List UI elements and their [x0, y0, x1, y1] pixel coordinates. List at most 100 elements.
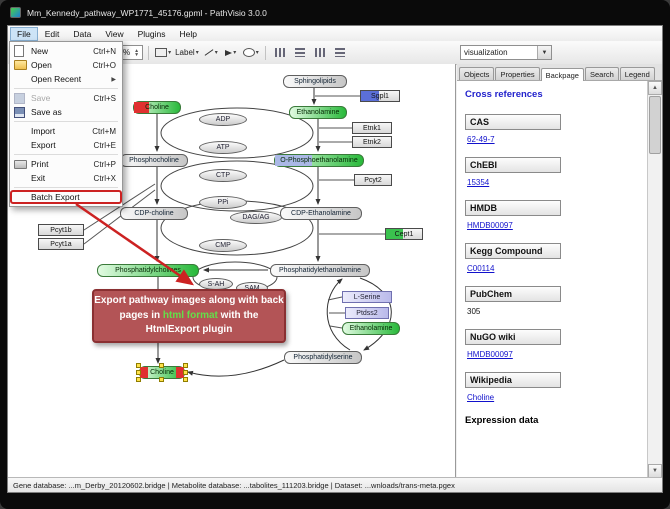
selection-handle[interactable] [183, 370, 188, 375]
node-phosphatidylserine[interactable]: Phosphatidylserine [284, 351, 362, 364]
node-atp[interactable]: ATP [199, 141, 247, 154]
node-label: Etnk2 [363, 139, 381, 146]
selection-handle[interactable] [183, 377, 188, 382]
file-menu-item-new[interactable]: NewCtrl+N [10, 44, 122, 58]
node-dag-ag[interactable]: DAG/AG [230, 211, 282, 224]
node-etnk2[interactable]: Etnk2 [352, 136, 392, 148]
node-label: ADP [216, 116, 230, 123]
menu-plugins[interactable]: Plugins [131, 27, 173, 41]
menu-item-label: Import [31, 126, 84, 136]
node-pcyt1a[interactable]: Pcyt1a [38, 238, 84, 250]
node-ethanolamine-top[interactable]: Ethanolamine [289, 106, 347, 119]
node-label: Ethanolamine [297, 109, 340, 116]
node-label: Ethanolamine [350, 325, 393, 332]
visualization-select[interactable]: visualization ▼ [460, 45, 552, 60]
selection-handle[interactable] [183, 363, 188, 368]
menu-help[interactable]: Help [173, 27, 204, 41]
zoom-spinner[interactable]: ▲▼ [134, 49, 139, 57]
label-tool[interactable]: Label▾ [174, 44, 200, 62]
chevron-down-icon[interactable]: ▼ [537, 46, 551, 59]
node-phosphatidylethanolamine[interactable]: Phosphatidylethanolamine [270, 264, 370, 277]
chevron-down-icon: ▾ [168, 49, 171, 56]
node-label: Phosphatidylethanolamine [279, 267, 361, 274]
file-menu-item-batch-export[interactable]: Batch Export [10, 190, 122, 204]
chevron-down-icon: ▾ [233, 49, 236, 56]
selection-handle[interactable] [159, 363, 164, 368]
node-phosphocholine[interactable]: Phosphocholine [120, 154, 188, 167]
node-pcyt1b[interactable]: Pcyt1b [38, 224, 84, 236]
file-menu-item-open[interactable]: OpenCtrl+O [10, 58, 122, 72]
xref-link[interactable]: HMDB00097 [467, 350, 639, 359]
tab-search[interactable]: Search [585, 67, 619, 80]
title-bar[interactable]: Mm_Kennedy_pathway_WP1771_45176.gpml - P… [0, 0, 670, 25]
save-icon [14, 93, 25, 104]
menu-separator [14, 121, 118, 122]
file-menu-item-save[interactable]: SaveCtrl+S [10, 91, 122, 105]
node-o-phosphoethanolamine[interactable]: O-Phosphoethanolamine [274, 154, 364, 167]
node-adp[interactable]: ADP [199, 113, 247, 126]
scroll-up-icon[interactable]: ▲ [648, 81, 662, 95]
xref-link[interactable]: HMDB00097 [467, 221, 639, 230]
file-menu-item-open-recent[interactable]: Open Recent▶ [10, 72, 122, 86]
node-l-serine[interactable]: L-Serine [342, 291, 392, 303]
xref-link[interactable]: 15354 [467, 178, 639, 187]
node-cdp-choline[interactable]: CDP-choline [120, 207, 188, 220]
file-menu-item-save-as[interactable]: Save as [10, 105, 122, 119]
tab-properties[interactable]: Properties [495, 67, 539, 80]
node-ctp[interactable]: CTP [199, 169, 247, 182]
xref-title: PubChem [465, 286, 561, 302]
xref-link[interactable]: C00114 [467, 264, 639, 273]
tab-objects[interactable]: Objects [459, 67, 494, 80]
annotation-line1: Export pathway images along with back [94, 294, 284, 309]
xref-link[interactable]: Choline [467, 393, 639, 402]
node-phosphatidylcholines[interactable]: Phosphatidylcholines [97, 264, 199, 277]
selection-handle[interactable] [159, 377, 164, 382]
tab-backpage[interactable]: Backpage [541, 68, 584, 81]
distribute-horizontal-button[interactable] [311, 44, 329, 62]
node-cdp-ethanolamine[interactable]: CDP-Ethanolamine [280, 207, 362, 220]
line-tool[interactable]: ▾ [202, 44, 220, 62]
xref-section-wikipedia: WikipediaCholine [465, 372, 639, 402]
menu-file[interactable]: File [10, 27, 38, 41]
align-horizontal-button[interactable] [271, 44, 289, 62]
file-menu-item-print[interactable]: PrintCtrl+P [10, 157, 122, 171]
panel-scrollbar[interactable]: ▲ ▼ [647, 81, 662, 478]
node-choline-bottom[interactable]: Choline [139, 366, 185, 379]
align-vertical-button[interactable] [291, 44, 309, 62]
arrow-icon [225, 50, 232, 56]
menu-view[interactable]: View [98, 27, 130, 41]
selection-handle[interactable] [136, 370, 141, 375]
node-cept1[interactable]: Cept1 [385, 228, 423, 240]
node-choline-top[interactable]: Choline [133, 101, 181, 114]
node-label: Cept1 [395, 231, 414, 238]
distribute-vertical-button[interactable] [331, 44, 349, 62]
node-ptdss2[interactable]: Ptdss2 [345, 307, 389, 319]
spinner-down-icon[interactable]: ▼ [134, 53, 139, 57]
file-menu-item-exit[interactable]: ExitCtrl+X [10, 171, 122, 185]
file-menu-item-export[interactable]: ExportCtrl+E [10, 138, 122, 152]
shape-tool[interactable]: ▾ [242, 44, 260, 62]
distribute-horizontal-icon [315, 48, 325, 57]
expression-data-heading: Expression data [465, 415, 639, 426]
node-sphingolipids[interactable]: Sphingolipids [283, 75, 347, 88]
selection-handle[interactable] [136, 377, 141, 382]
gene-product-tool[interactable]: ▾ [154, 44, 172, 62]
xref-link[interactable]: 62-49-7 [467, 135, 639, 144]
scroll-down-icon[interactable]: ▼ [648, 464, 662, 478]
scrollbar-thumb[interactable] [649, 96, 661, 154]
node-cmp[interactable]: CMP [199, 239, 247, 252]
node-ppi[interactable]: PPi [199, 196, 247, 209]
menu-data[interactable]: Data [66, 27, 98, 41]
node-sgpl1[interactable]: Sgpl1 [360, 90, 400, 102]
menu-item-label: Save [31, 93, 86, 103]
toolbar-separator [265, 46, 266, 60]
file-menu-item-import[interactable]: ImportCtrl+M [10, 124, 122, 138]
menu-edit[interactable]: Edit [38, 27, 67, 41]
node-ethanolamine-bottom[interactable]: Ethanolamine [342, 322, 400, 335]
node-pcyt2[interactable]: Pcyt2 [354, 174, 392, 186]
arrow-tool[interactable]: ▾ [222, 44, 240, 62]
selection-handle[interactable] [136, 363, 141, 368]
xref-section-pubchem: PubChem305 [465, 286, 639, 316]
tab-legend[interactable]: Legend [620, 67, 655, 80]
node-etnk1[interactable]: Etnk1 [352, 122, 392, 134]
